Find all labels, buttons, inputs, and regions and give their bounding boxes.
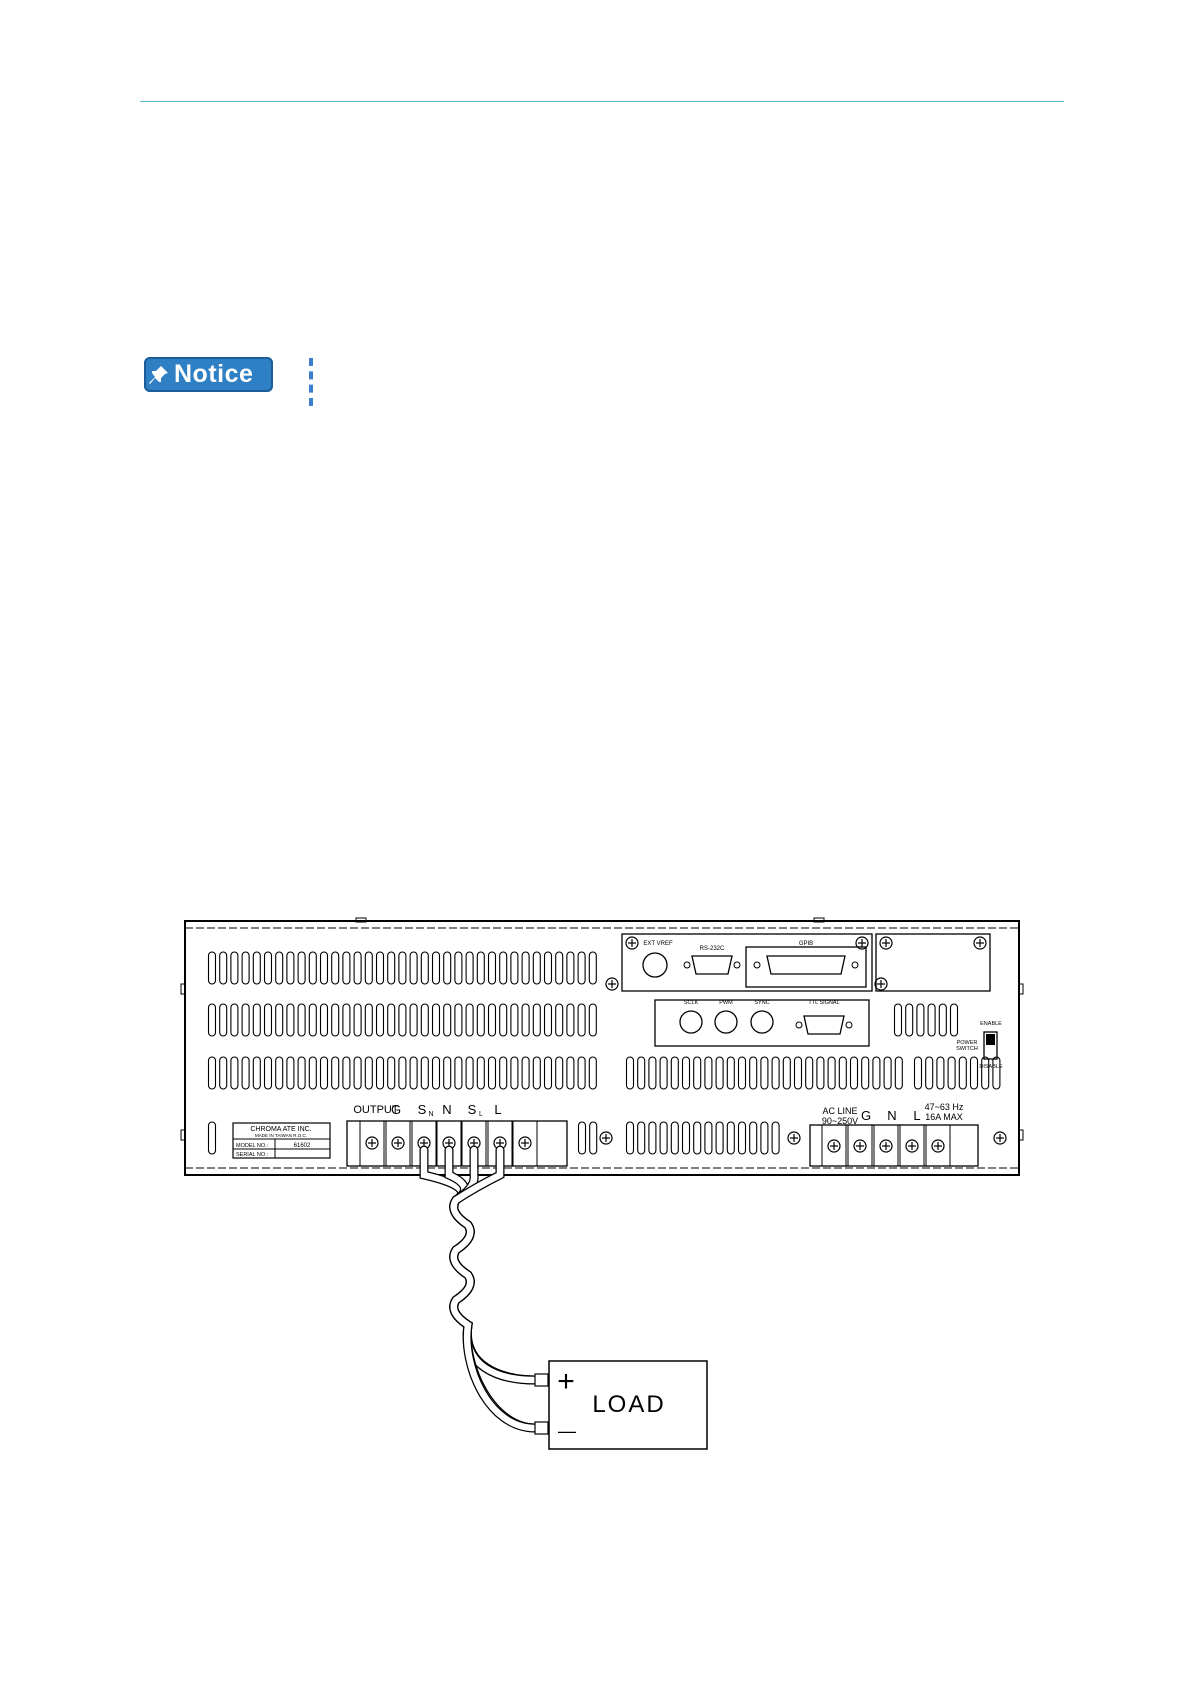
output-terminal-sub-4: L <box>479 1111 483 1118</box>
ac-line-label: AC LINE <box>822 1106 857 1116</box>
rs232c-label: RS-232C <box>700 946 725 952</box>
sync-label: SYNC <box>754 1000 769 1006</box>
chassis <box>181 918 1023 1175</box>
ac-terminal-2: N <box>887 1108 896 1123</box>
model-value: 61602 <box>294 1143 311 1149</box>
ac-current-label: 16A MAX <box>925 1112 963 1122</box>
nameplate: CHROMA ATE INC. MADE IN TAIWAN R.O.C. MO… <box>233 1123 330 1158</box>
pwm-label: PWM <box>719 1000 733 1006</box>
output-terminal-1: G <box>391 1102 401 1117</box>
load-plus-label: + <box>557 1365 575 1398</box>
model-label: MODEL NO.: <box>236 1143 269 1149</box>
ext-vref-connector <box>643 953 667 977</box>
svg-text:ENABLE: ENABLE <box>980 1021 1002 1027</box>
gpib-label: GPIB <box>799 941 813 947</box>
rs232c-connector <box>684 956 740 974</box>
ac-terminal-1: G <box>861 1108 871 1123</box>
output-terminal-5: L <box>494 1102 501 1117</box>
output-terminal-3: N <box>442 1102 451 1117</box>
output-terminal-sub-2: N <box>428 1111 433 1118</box>
sclk-label: SCLK <box>684 1000 699 1006</box>
power-switch: ENABLE POWER SWITCH DISABLE <box>956 1021 1003 1070</box>
twisted-cables <box>424 1150 535 1428</box>
output-terminal-4: S <box>468 1102 477 1117</box>
svg-text:DISABLE: DISABLE <box>979 1064 1003 1070</box>
load-minus-label: — <box>558 1421 576 1441</box>
ttl-signal-connector <box>796 1016 852 1034</box>
ttl-signal-label: TTL SIGNAL <box>808 1000 839 1006</box>
ext-vref-label: EXT VREF <box>643 941 673 947</box>
nameplate-origin: MADE IN TAIWAN R.O.C. <box>255 1133 307 1138</box>
ac-frequency-label: 47~63 Hz <box>925 1102 964 1112</box>
load-label: LOAD <box>592 1391 665 1418</box>
gpib-connector <box>754 956 858 974</box>
load-box: + — LOAD <box>535 1361 707 1449</box>
blank-slot-cover <box>876 934 990 991</box>
svg-text:SWITCH: SWITCH <box>956 1046 978 1052</box>
nameplate-company: CHROMA ATE INC. <box>250 1126 311 1133</box>
output-terminal-2: S <box>418 1102 427 1117</box>
io-panel-lower: SCLK PWM SYNC TTL SIGNAL <box>655 1000 869 1046</box>
serial-label: SERIAL NO.: <box>236 1152 269 1158</box>
io-panel-upper: EXT VREF RS-232C GPIB <box>622 934 990 991</box>
ac-terminal-3: L <box>913 1108 920 1123</box>
